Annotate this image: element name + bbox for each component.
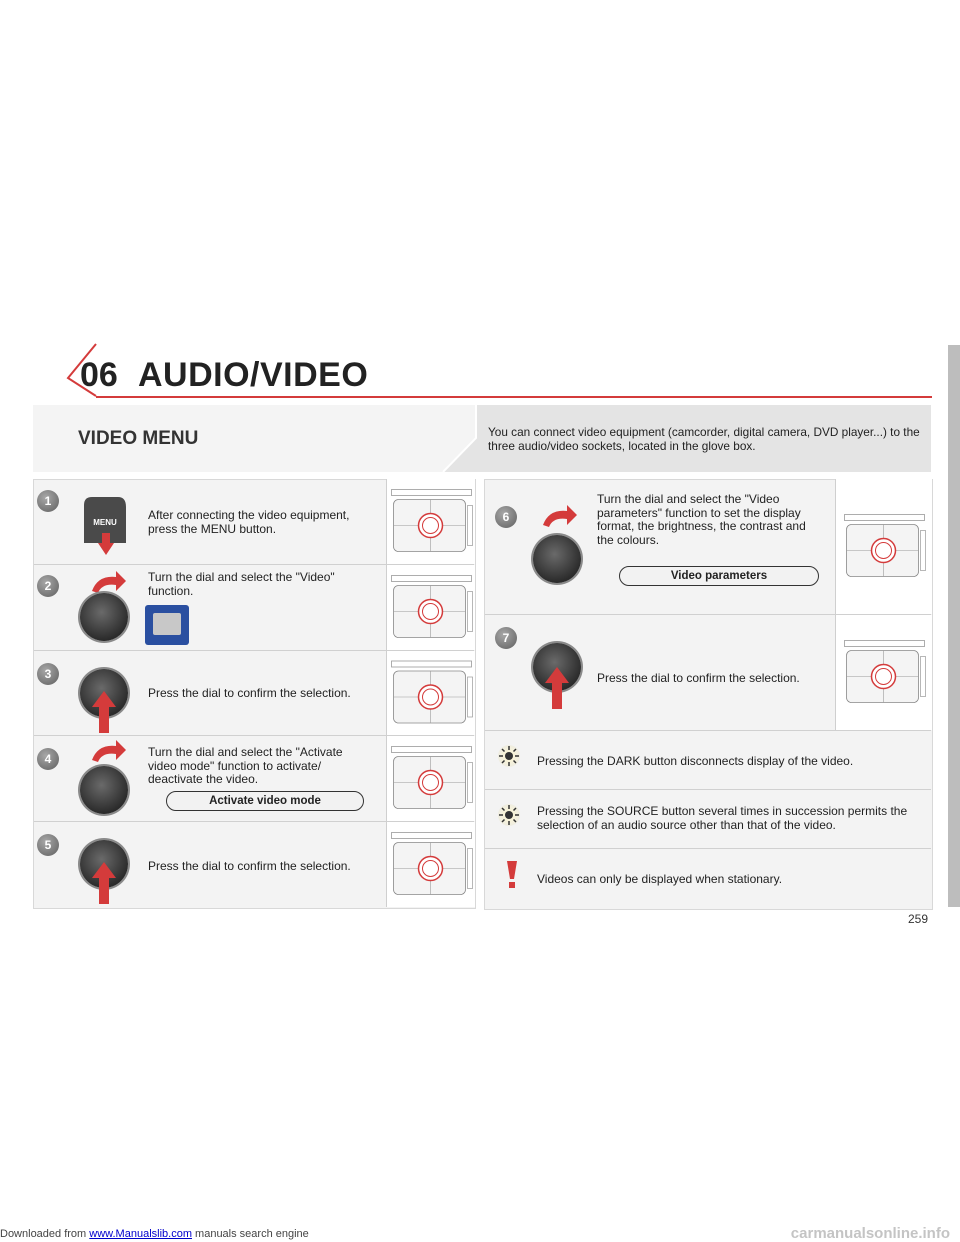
press-arrow-icon <box>92 862 116 904</box>
chapter-number: 06 <box>80 356 118 394</box>
step-text: After connecting the video equipment, pr… <box>148 508 350 536</box>
control-panel-drawing <box>844 640 926 703</box>
video-function-icon <box>145 605 189 645</box>
note-text: Pressing the DARK button disconnects dis… <box>537 754 854 768</box>
watermark: carmanualsonline.info <box>790 1225 950 1242</box>
step-text: Turn the dial and select the "Activate v… <box>148 745 343 786</box>
step-number: 4 <box>37 748 59 770</box>
control-panel-thumbnail <box>835 479 932 614</box>
video-parameters-pill: Video parameters <box>619 566 819 586</box>
dial-icon <box>80 593 128 641</box>
control-panel-thumbnail <box>386 651 475 735</box>
tip-sun-icon <box>498 804 520 826</box>
control-panel-thumbnail <box>386 736 475 821</box>
control-panel-drawing <box>391 575 473 638</box>
step-text: Turn the dial and select the "Video para… <box>597 492 806 547</box>
note-text: Pressing the SOURCE button several times… <box>537 804 908 832</box>
note-row-source: Pressing the SOURCE button several times… <box>485 790 931 849</box>
footer-link[interactable]: www.Manualslib.com <box>89 1228 192 1240</box>
menu-button-icon: MENU <box>84 497 126 555</box>
dial-icon <box>533 535 581 583</box>
menu-button-label: MENU <box>93 518 117 527</box>
step-number: 6 <box>495 506 517 528</box>
header-rule <box>96 396 932 398</box>
footer-prefix: Downloaded from <box>0 1228 90 1240</box>
note-text: Videos can only be displayed when statio… <box>537 872 783 886</box>
chapter-tab-outline <box>66 343 97 397</box>
note-row-dark: Pressing the DARK button disconnects dis… <box>485 731 931 790</box>
step-number: 3 <box>37 663 59 685</box>
step-number: 1 <box>37 490 59 512</box>
step-row-4: 4 Turn the dial and select the "Activate… <box>34 736 475 822</box>
step-row-6: 6 Turn the dial and select the "Video pa… <box>485 479 932 615</box>
step-row-3: 3 Press the dial to confirm the selectio… <box>34 651 475 736</box>
step-text: Press the dial to confirm the selection. <box>148 859 351 873</box>
step-row-7: 7 Press the dial to confirm the selectio… <box>485 615 932 731</box>
step-text: Press the dial to confirm the selection. <box>148 686 351 700</box>
step-text: Press the dial to confirm the selection. <box>597 671 800 685</box>
turn-arrow-icon <box>92 740 126 762</box>
intro-text: You can connect video equipment (camcord… <box>488 425 920 453</box>
step-number: 5 <box>37 834 59 856</box>
page-number: 259 <box>908 912 929 926</box>
footer-suffix: manuals search engine <box>191 1228 309 1240</box>
press-arrow-icon <box>92 691 116 733</box>
step-number: 7 <box>495 627 517 649</box>
control-panel-drawing <box>844 514 926 577</box>
page-edge-tab <box>948 345 960 907</box>
step-row-5: 5 Press the dial to confirm the selectio… <box>34 822 475 907</box>
dial-icon <box>80 766 128 814</box>
step-text: Turn the dial and select the "Video" fun… <box>148 570 335 598</box>
press-arrow-icon <box>545 667 569 709</box>
banner-left-shape <box>33 405 477 472</box>
control-panel-drawing <box>391 746 473 809</box>
control-panel-drawing <box>391 660 473 724</box>
step-number: 2 <box>37 575 59 597</box>
control-panel-drawing <box>391 832 473 895</box>
note-row-warning: Videos can only be displayed when statio… <box>485 849 931 907</box>
footer: Downloaded from www.Manualslib.com manua… <box>0 1228 309 1240</box>
step-row-1: 1 MENU After connecting the video equipm… <box>34 479 475 565</box>
turn-arrow-icon <box>543 505 577 527</box>
turn-arrow-icon <box>92 571 126 593</box>
control-panel-thumbnail <box>835 615 932 730</box>
control-panel-drawing <box>391 489 473 552</box>
control-panel-thumbnail <box>386 479 475 564</box>
section-title: VIDEO MENU <box>78 428 199 449</box>
control-panel-thumbnail <box>386 565 475 650</box>
tip-sun-icon <box>498 745 520 767</box>
step-row-2: 2 Turn the dial and select the "Video" f… <box>34 565 475 651</box>
control-panel-thumbnail <box>386 822 475 907</box>
warning-exclamation-icon <box>507 861 517 888</box>
activate-video-mode-pill: Activate video mode <box>166 791 364 811</box>
chapter-title: AUDIO/VIDEO <box>138 356 369 394</box>
